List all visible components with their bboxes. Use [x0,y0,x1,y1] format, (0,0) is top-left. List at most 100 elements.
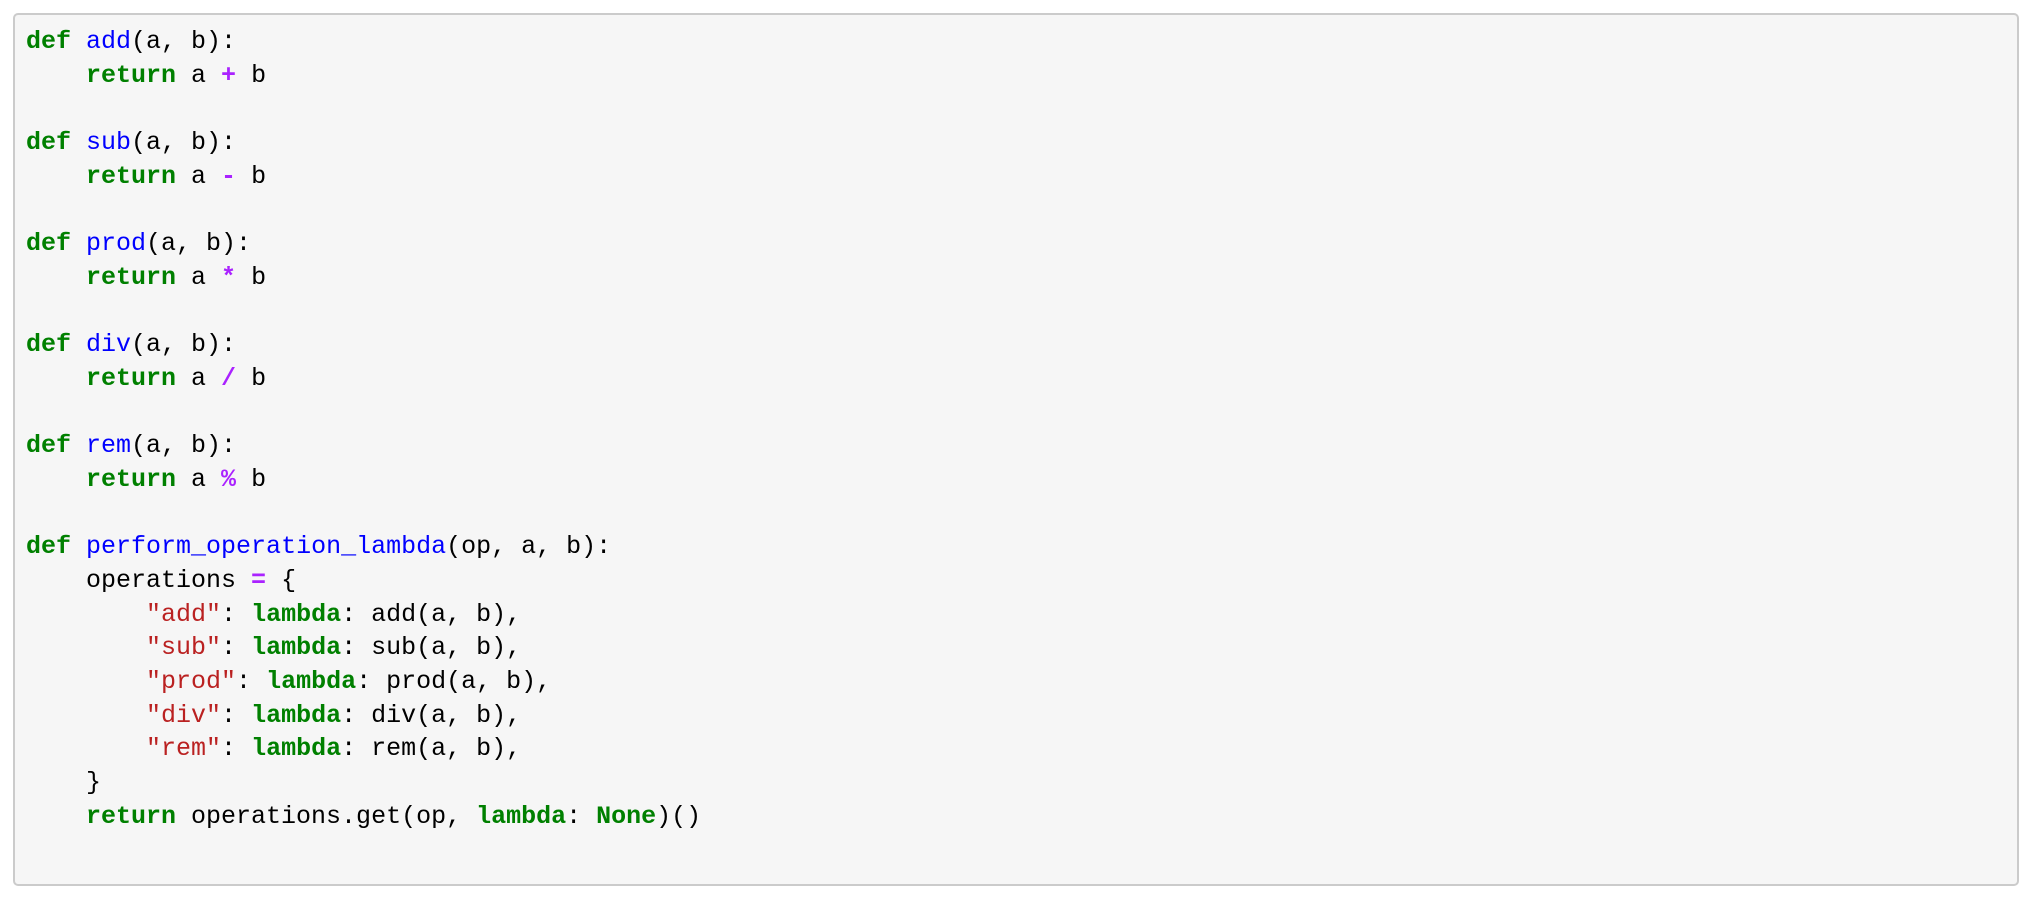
code-token [26,734,146,763]
code-token: def [26,229,72,259]
code-token: (a, b): [131,128,237,158]
code-token: def [26,330,72,360]
code-line [26,834,2006,868]
code-token [26,162,86,191]
code-token: rem [86,431,132,461]
code-line: return a * b [26,261,2006,295]
code-token: : sub(a, b), [341,633,522,663]
code-token [26,802,86,831]
code-token: sub [86,128,132,158]
code-token [26,263,86,292]
code-line [26,193,2006,227]
code-line: } [26,766,2006,800]
code-line [26,497,2006,531]
code-token: : [221,599,252,629]
code-token: div [86,330,132,360]
code-line: def perform_operation_lambda(op, a, b): [26,530,2006,564]
code-token [26,600,146,629]
code-token: (a, b): [131,27,237,56]
code-token: "add" [146,599,222,629]
code-token: def [26,27,72,56]
code-token: def [26,532,72,562]
code-token [71,330,86,359]
code-line: "prod": lambda: prod(a, b), [26,665,2006,699]
code-token: lambda [251,734,342,764]
code-token [71,229,86,258]
code-token: operations.get(op, [176,801,477,831]
code-line: def prod(a, b): [26,227,2006,261]
code-token: : [221,633,252,663]
code-token [26,364,86,393]
code-line [26,92,2006,126]
code-token [71,532,86,561]
code-token: "prod" [146,667,237,697]
code-line: return a % b [26,463,2006,497]
code-block[interactable]: def add(a, b): return a + b def sub(a, b… [15,15,2017,877]
code-token: : [236,667,267,697]
code-token: / [221,363,237,393]
code-token: (op, a, b): [446,532,612,562]
code-line: operations = { [26,564,2006,598]
code-token: b [236,464,267,494]
code-line: return a - b [26,160,2006,194]
code-token: b [236,60,267,90]
code-token: return [86,801,177,831]
code-token: prod [86,229,147,259]
code-token: "sub" [146,633,222,663]
code-token [71,431,86,460]
code-token: b [236,262,267,292]
code-token: )() [656,801,702,831]
code-line: "rem": lambda: rem(a, b), [26,732,2006,766]
code-line: def div(a, b): [26,328,2006,362]
code-line: def add(a, b): [26,25,2006,59]
code-token: : [221,734,252,764]
code-token: : add(a, b), [341,599,522,629]
code-token [26,667,146,696]
code-token: : rem(a, b), [341,734,522,764]
code-token: + [221,60,237,90]
code-token: lambda [251,599,342,629]
code-cell: def add(a, b): return a + b def sub(a, b… [13,13,2019,886]
code-token [71,27,86,56]
code-token: : [221,700,252,730]
code-token: def [26,128,72,158]
code-token [26,633,146,662]
code-line: def rem(a, b): [26,429,2006,463]
code-line: return operations.get(op, lambda: None)(… [26,800,2006,834]
code-token: a [176,363,222,393]
code-token: * [221,262,237,292]
code-line: "add": lambda: add(a, b), [26,598,2006,632]
code-token: a [176,60,222,90]
code-token: : prod(a, b), [356,667,552,697]
code-token: a [176,464,222,494]
code-token: b [236,161,267,191]
code-token: b [236,363,267,393]
code-token: } [26,768,102,798]
code-token: "div" [146,700,222,730]
code-token: (a, b): [131,330,237,360]
code-token: "rem" [146,734,222,764]
code-token: operations [26,566,252,595]
code-token: : div(a, b), [341,700,522,730]
code-token: : [566,801,597,831]
code-token: None [596,801,657,831]
code-token: return [86,60,177,90]
code-token: (a, b): [131,431,237,461]
code-token: perform_operation_lambda [86,532,447,562]
code-token: % [221,464,237,494]
code-token: (a, b): [146,229,252,259]
code-token: def [26,431,72,461]
code-line: return a / b [26,362,2006,396]
code-token: - [221,161,237,191]
code-token: return [86,464,177,494]
code-token: { [266,566,297,595]
code-line [26,396,2006,430]
code-token: a [176,262,222,292]
code-token: = [251,566,267,595]
code-line: "div": lambda: div(a, b), [26,699,2006,733]
code-line [26,295,2006,329]
code-token: lambda [251,700,342,730]
code-token: lambda [476,801,567,831]
code-token [26,701,146,730]
code-token: lambda [251,633,342,663]
